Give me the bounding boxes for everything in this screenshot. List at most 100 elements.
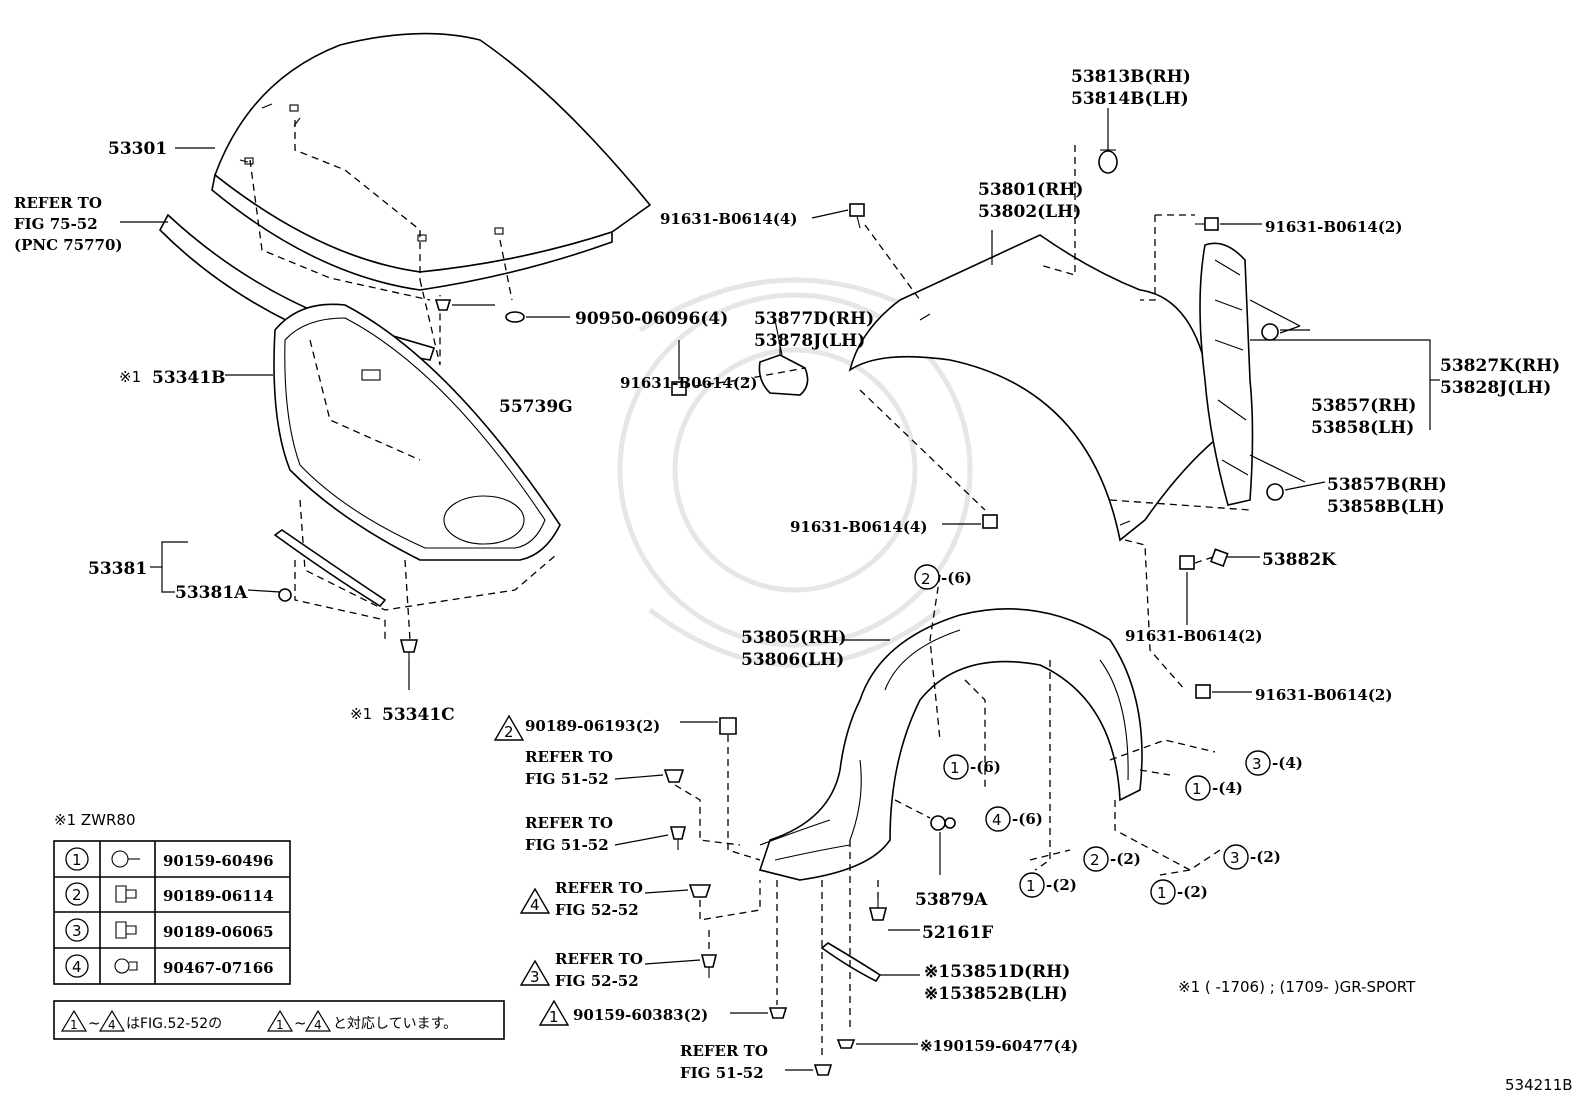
bottom-screw xyxy=(836,1039,856,1049)
screw-icon xyxy=(111,850,140,868)
hood-clip-55739g xyxy=(434,299,452,311)
svg-text:3: 3 xyxy=(1230,849,1240,867)
label-fender-lh: 53802(LH) xyxy=(978,202,1081,222)
liner-seal xyxy=(820,942,882,983)
svg-text:4: 4 xyxy=(314,1018,322,1032)
hood-insulator xyxy=(273,303,561,561)
label-liner-clip: 53879A xyxy=(915,890,988,910)
svg-text:-(4): -(4) xyxy=(1212,779,1243,797)
svg-text:1: 1 xyxy=(549,1008,559,1026)
label-clipb-rh: 53857B(RH) xyxy=(1327,475,1447,495)
legend-row-4: 4 90467-07166 xyxy=(65,954,274,978)
watermark-emblem xyxy=(617,277,973,668)
fender-liner xyxy=(758,608,1143,881)
svg-text:1: 1 xyxy=(1026,877,1036,895)
fender-side-panel xyxy=(1199,242,1254,506)
label-insulator: 53341B xyxy=(152,368,226,388)
svg-text:1: 1 xyxy=(950,759,960,777)
clip-icon xyxy=(114,958,138,974)
liner-clip-53879a xyxy=(930,815,956,831)
svg-text:1: 1 xyxy=(1192,780,1202,798)
diagram-code: 534211B xyxy=(1505,1076,1573,1094)
svg-text:-(2): -(2) xyxy=(1046,876,1077,894)
label-refer-52-52-a-l2: FIG 52-52 xyxy=(555,901,639,919)
label-clip-rh: 53857(RH) xyxy=(1311,396,1416,416)
clip-icon xyxy=(115,885,137,903)
marker-3-b: 3 -(2) xyxy=(1223,844,1281,870)
svg-text:4: 4 xyxy=(530,896,540,914)
bolt-refer-b xyxy=(669,826,687,850)
label-refer-52-52-b-l1: REFER TO xyxy=(555,950,643,968)
svg-text:-(6): -(6) xyxy=(941,569,972,587)
label-bottom-screw: ※190159-60477(4) xyxy=(920,1037,1078,1055)
triangle-2-marker: 2 xyxy=(493,714,525,741)
label-stud: 52161F xyxy=(922,923,993,943)
label-bracket-rh: 53877D(RH) xyxy=(754,309,874,329)
label-bolt-washer: 91631-B0614(2) xyxy=(1125,627,1262,645)
label-washer: 53882K xyxy=(1262,550,1337,570)
svg-text:90159-60496: 90159-60496 xyxy=(163,852,274,870)
svg-text:4: 4 xyxy=(108,1018,116,1032)
hood-panel xyxy=(211,32,652,291)
triangle-3-marker: 3 xyxy=(519,959,551,986)
svg-text:はFIG.52-52の: はFIG.52-52の xyxy=(126,1016,222,1032)
front-fender xyxy=(848,234,1216,542)
label-refer-51-52-b-l1: REFER TO xyxy=(525,814,613,832)
svg-text:90189-06114: 90189-06114 xyxy=(163,887,274,905)
label-refer-75-52-l3: (PNC 75770) xyxy=(14,236,123,254)
svg-text:-(2): -(2) xyxy=(1110,850,1141,868)
marker-3-a: 3 -(4) xyxy=(1245,750,1303,776)
svg-text:~: ~ xyxy=(294,1014,307,1032)
label-hood-clip: 55739G xyxy=(499,397,573,417)
label-refer-52-52-b-l2: FIG 52-52 xyxy=(555,972,639,990)
label-panel-lh: 53828J(LH) xyxy=(1440,378,1551,398)
label-liner-lh: 53806(LH) xyxy=(741,650,844,670)
label-insulator-mark: ※1 xyxy=(119,368,141,386)
label-liner-rh: 53805(RH) xyxy=(741,628,846,648)
label-seal-lh: ※153852B(LH) xyxy=(924,984,1068,1004)
triangle-1-marker: 1 xyxy=(538,999,570,1026)
legend-row-2: 2 90189-06114 xyxy=(65,882,274,906)
legend-row-1: 1 90159-60496 xyxy=(65,847,274,871)
marker-1-c: 1 -(2) xyxy=(1019,872,1077,898)
bolt-fender-bottom xyxy=(982,514,998,529)
svg-text:1: 1 xyxy=(72,851,82,869)
clip-53857b xyxy=(1266,483,1284,501)
label-refer-75-52-l2: FIG 75-52 xyxy=(14,215,98,233)
bolt-top xyxy=(849,203,865,229)
svg-text:と対応しています。: と対応しています。 xyxy=(333,1016,457,1032)
screw-90159-60383 xyxy=(768,1007,788,1019)
clip-icon xyxy=(115,921,137,939)
label-bolt-top: 91631-B0614(4) xyxy=(660,210,797,228)
label-hood: 53301 xyxy=(108,139,167,159)
label-clip-lh: 53858(LH) xyxy=(1311,418,1414,438)
marker-2-b: 2 -(2) xyxy=(1083,846,1141,872)
nut-refer-c xyxy=(688,884,712,898)
svg-text:2: 2 xyxy=(504,723,514,741)
marker-2-top: 2 -(6) xyxy=(914,564,972,590)
label-panel-rh: 53827K(RH) xyxy=(1440,356,1560,376)
svg-text:4: 4 xyxy=(992,811,1002,829)
label-bolt-right-top: 91631-B0614(2) xyxy=(1265,218,1402,236)
label-clipb-lh: 53858B(LH) xyxy=(1327,497,1445,517)
label-refer-52-52-a-l1: REFER TO xyxy=(555,879,643,897)
label-seal-group: 53381 xyxy=(88,559,147,579)
marker-1-b: 1 -(4) xyxy=(1185,775,1243,801)
label-bolt-fender-bottom: 91631-B0614(4) xyxy=(790,518,927,536)
svg-text:3: 3 xyxy=(72,922,82,940)
label-tri2-part: 90189-06193(2) xyxy=(525,717,660,735)
svg-text:-(2): -(2) xyxy=(1250,848,1281,866)
marker-4: 4 -(6) xyxy=(985,806,1043,832)
marker-1-d: 1 -(2) xyxy=(1150,879,1208,905)
svg-text:~: ~ xyxy=(88,1014,101,1032)
bolt-refer-e xyxy=(813,1064,833,1076)
svg-text:90189-06065: 90189-06065 xyxy=(163,923,274,941)
svg-text:-(6): -(6) xyxy=(1012,810,1043,828)
svg-text:2: 2 xyxy=(1090,851,1100,869)
legend-table xyxy=(53,840,291,985)
stud-52161f xyxy=(868,898,888,921)
marker-1-a: 1 -(6) xyxy=(943,754,1001,780)
footnote: ※1 ( -1706) ; (1709- )GR-SPORT xyxy=(1178,978,1416,996)
svg-text:1: 1 xyxy=(1157,884,1167,902)
